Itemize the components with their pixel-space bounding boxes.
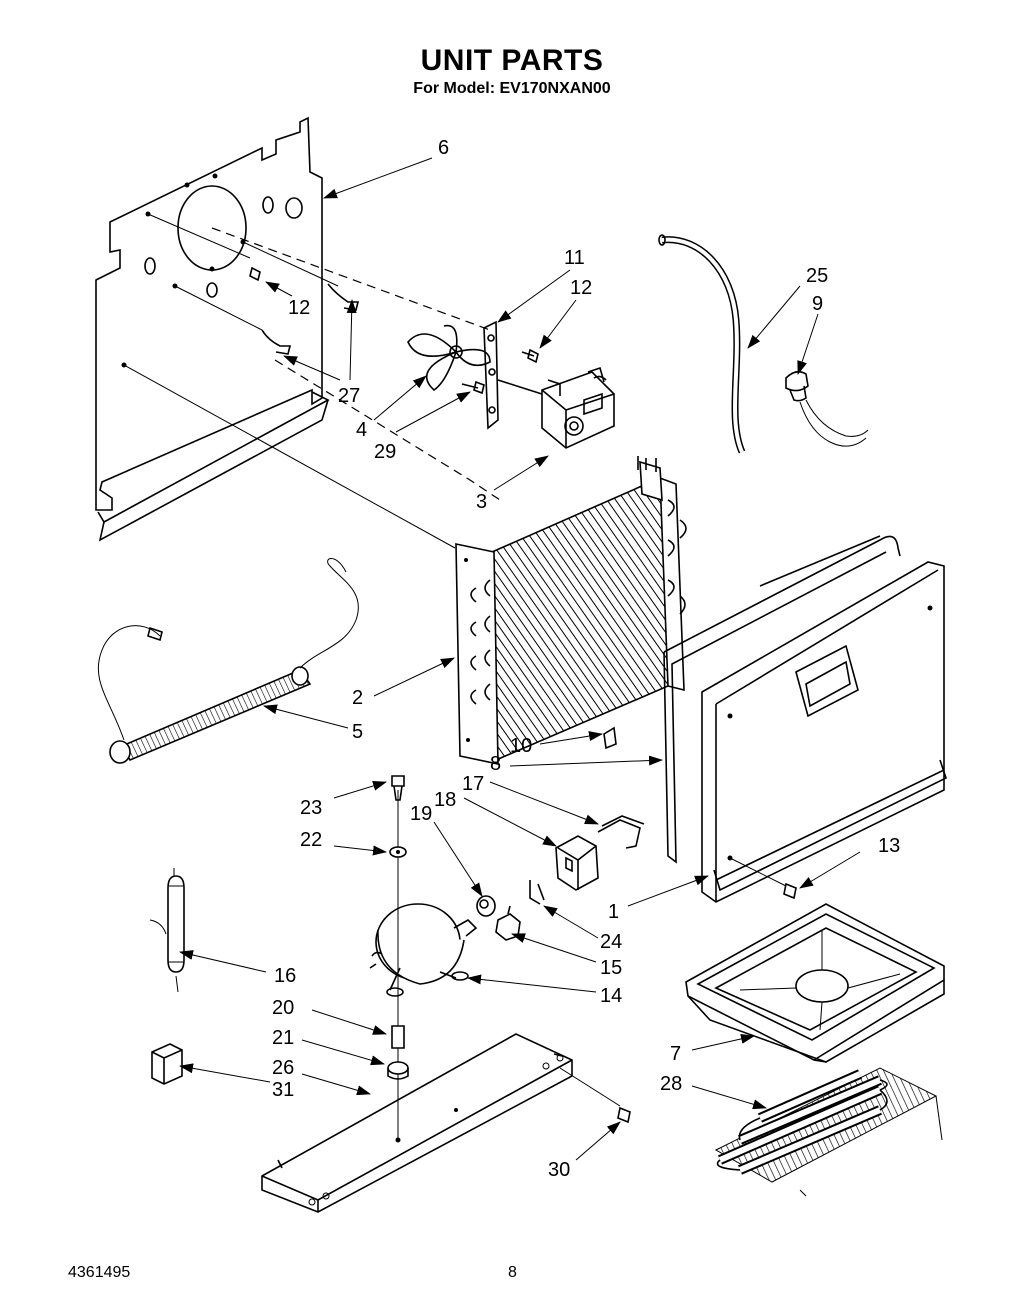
- callout-27: 27: [338, 385, 360, 407]
- callout-13: 13: [878, 835, 900, 857]
- callout-28: 28: [660, 1073, 682, 1095]
- callout-29: 29: [374, 441, 396, 463]
- drain-tube-25: [658, 234, 746, 454]
- evaporator-cover-1: [663, 535, 947, 903]
- page-number: 8: [508, 1264, 517, 1281]
- callout-18: 18: [434, 789, 456, 811]
- callout-30: 30: [548, 1159, 570, 1181]
- callout-2: 2: [352, 687, 363, 709]
- screw-12: [521, 348, 539, 364]
- base-rail-26: [261, 1033, 573, 1213]
- callout-17: 17: [462, 773, 484, 795]
- callout-14: 14: [600, 985, 622, 1007]
- clip-17: [597, 815, 645, 849]
- callout-16: 16: [274, 965, 296, 987]
- overload-19: [476, 895, 496, 917]
- callout-22: 22: [300, 829, 322, 851]
- clip-10: [603, 726, 617, 750]
- callout-21: 21: [272, 1027, 294, 1049]
- page-title: UNIT PARTS: [420, 44, 604, 77]
- callout-12: 12: [288, 297, 310, 319]
- callout-4: 4: [356, 419, 367, 441]
- rear-panel-6: [95, 116, 360, 542]
- drain-pan-7: [685, 903, 945, 1063]
- callout-19: 19: [410, 803, 432, 825]
- callout-10: 10: [510, 735, 532, 757]
- callout-23: 23: [300, 797, 322, 819]
- callout-24: 24: [600, 931, 622, 953]
- defrost-heater-5: [97, 558, 359, 764]
- fan-motor-3: [541, 366, 615, 449]
- condenser-coil-28: [714, 1067, 943, 1197]
- callout-9: 9: [812, 293, 823, 315]
- callout-26: 26: [272, 1057, 294, 1079]
- evaporator-2: [455, 456, 687, 765]
- callout-arrows: [179, 157, 861, 1161]
- relay-15: [495, 905, 521, 941]
- callout-15: 15: [600, 957, 622, 979]
- fan-bracket-11: [483, 320, 546, 430]
- callout-31: 31: [272, 1079, 294, 1101]
- drier-16: [149, 868, 185, 993]
- capacitor-31: [151, 1043, 183, 1085]
- screw-30: [559, 1067, 631, 1124]
- callout-25: 25: [806, 265, 828, 287]
- callout-6: 6: [438, 137, 449, 159]
- document-number: 4361495: [68, 1264, 131, 1281]
- callout-3: 3: [476, 491, 487, 513]
- callout-12: 12: [570, 277, 592, 299]
- screw-29: [461, 380, 485, 395]
- callout-7: 7: [670, 1043, 681, 1065]
- callout-1: 1: [608, 901, 619, 923]
- callout-8: 8: [490, 753, 501, 775]
- screw-13: [729, 857, 797, 900]
- callout-5: 5: [352, 721, 363, 743]
- compressor-14: [369, 903, 478, 997]
- callout-11: 11: [564, 247, 585, 269]
- callout-20: 20: [272, 997, 294, 1019]
- model-subtitle: For Model: EV170NXAN00: [413, 80, 611, 97]
- fan-blade-4: [407, 324, 491, 392]
- clip-24: [529, 880, 545, 905]
- relay-18: [555, 835, 599, 891]
- thermostat-9: [785, 370, 869, 447]
- callout-numbers: 6 11 12 12 25 9 27 4 29 3 2 5 10 8 17 18…: [272, 137, 900, 1181]
- mounting-stack: [387, 775, 409, 1140]
